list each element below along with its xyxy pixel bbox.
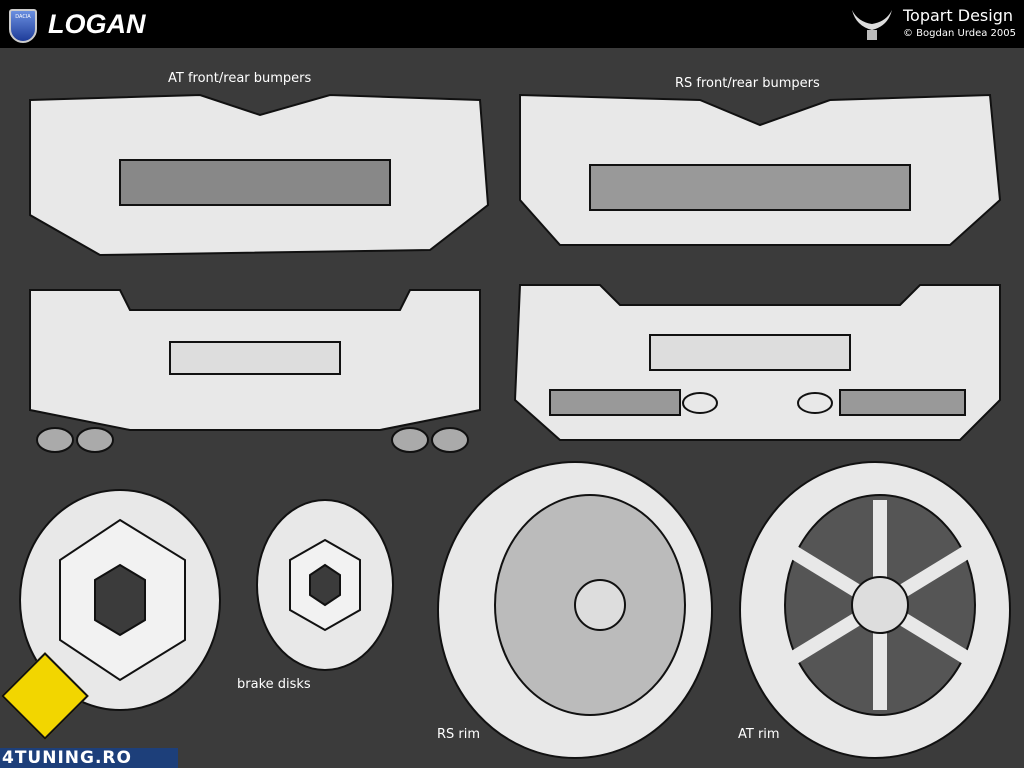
at-rim-center-cap (851, 576, 909, 634)
4tuning-watermark: 4TUNING.RO (0, 748, 178, 768)
rs-rim-center-cap (574, 579, 626, 631)
header-bar: DACIA LOGAN Topart Design © Bogdan Urdea… (0, 0, 1024, 48)
rs-exhaust-tips (682, 392, 833, 414)
rs-front-grille (589, 164, 911, 211)
brand-name: Topart Design (903, 6, 1013, 25)
at-rim-label: AT rim (738, 727, 780, 742)
at-exhaust-tips (36, 427, 469, 453)
at-bumpers-label: AT front/rear bumpers (168, 71, 312, 86)
copyright-text: © Bogdan Urdea 2005 (903, 28, 1017, 39)
rs-rim-label: RS rim (437, 727, 481, 742)
rs-bumpers-label: RS front/rear bumpers (675, 76, 820, 91)
rs-rear-plate-recess (649, 334, 851, 371)
rs-rear-grille-right (839, 389, 966, 416)
dacia-badge-logo: DACIA (9, 9, 37, 43)
rs-rear-grille-left (549, 389, 681, 416)
brake-disks-label: brake disks (237, 677, 311, 692)
logan-logo: LOGAN (48, 9, 146, 39)
at-rear-plate-recess (169, 341, 341, 375)
topart-wings-icon (852, 10, 892, 40)
at-front-grille (119, 159, 391, 206)
